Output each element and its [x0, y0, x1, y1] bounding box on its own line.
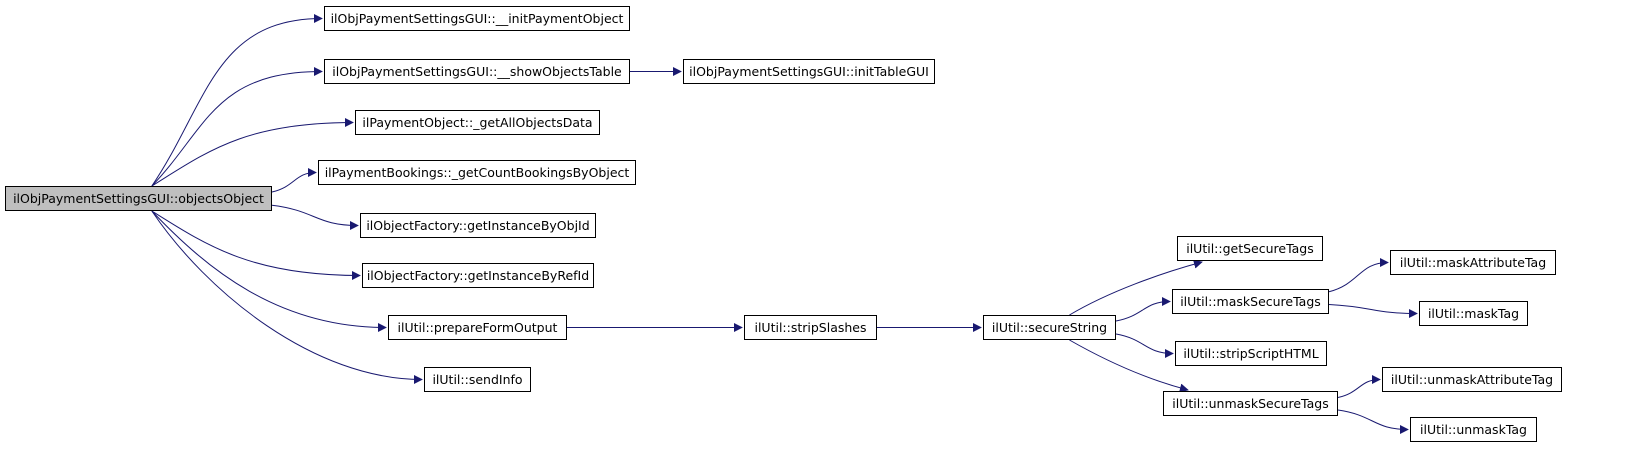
edge-secure-string-to-get-secure-tags	[1069, 259, 1203, 316]
node-init-table-gui[interactable]: ilObjPaymentSettingsGUI::initTableGUI	[683, 59, 935, 84]
node-get-instance-by-ref-id[interactable]: ilObjectFactory::getInstanceByRefId	[362, 263, 594, 288]
node-get-all-objects-data[interactable]: ilPaymentObject::_getAllObjectsData	[355, 110, 600, 135]
node-show-objects-table[interactable]: ilObjPaymentSettingsGUI::__showObjectsTa…	[324, 59, 630, 84]
node-objects-object: ilObjPaymentSettingsGUI::objectsObject	[5, 186, 272, 211]
edge-objects-object-to-show-objects-table	[151, 67, 323, 187]
node-get-secure-tags[interactable]: ilUtil::getSecureTags	[1177, 236, 1323, 261]
node-mask-tag[interactable]: ilUtil::maskTag	[1419, 301, 1528, 326]
node-strip-slashes[interactable]: ilUtil::stripSlashes	[744, 315, 877, 340]
edge-secure-string-to-strip-script-html	[1115, 333, 1174, 358]
node-prepare-form-output[interactable]: ilUtil::prepareFormOutput	[388, 315, 567, 340]
node-mask-secure-tags[interactable]: ilUtil::maskSecureTags	[1172, 289, 1329, 314]
edge-objects-object-to-get-instance-by-ref-id	[151, 210, 361, 280]
node-get-instance-by-obj-id[interactable]: ilObjectFactory::getInstanceByObjId	[360, 213, 596, 238]
node-mask-attribute-tag[interactable]: ilUtil::maskAttributeTag	[1390, 250, 1556, 275]
edge-objects-object-to-get-instance-by-obj-id	[271, 204, 359, 230]
edge-mask-secure-tags-to-mask-attribute-tag	[1328, 258, 1389, 293]
edge-mask-secure-tags-to-mask-tag	[1328, 304, 1418, 318]
edge-unmask-secure-tags-to-unmask-tag	[1337, 409, 1409, 434]
node-unmask-attribute-tag[interactable]: ilUtil::unmaskAttributeTag	[1382, 367, 1562, 392]
edge-objects-object-to-get-all-objects-data	[151, 118, 354, 187]
node-unmask-tag[interactable]: ilUtil::unmaskTag	[1410, 417, 1537, 442]
edge-secure-string-to-unmask-secure-tags	[1069, 339, 1189, 393]
node-get-count-bookings-by-object[interactable]: ilPaymentBookings::_getCountBookingsByOb…	[318, 160, 636, 185]
node-init-payment-object[interactable]: ilObjPaymentSettingsGUI::__initPaymentOb…	[324, 6, 630, 31]
node-unmask-secure-tags[interactable]: ilUtil::unmaskSecureTags	[1163, 391, 1338, 416]
node-strip-script-html[interactable]: ilUtil::stripScriptHTML	[1175, 341, 1327, 366]
edge-secure-string-to-mask-secure-tags	[1115, 297, 1171, 322]
edge-objects-object-to-send-info	[151, 210, 423, 384]
edge-objects-object-to-get-count-bookings-by-object	[271, 168, 317, 193]
edge-objects-object-to-prepare-form-output	[151, 210, 387, 332]
node-secure-string[interactable]: ilUtil::secureString	[983, 315, 1116, 340]
edge-unmask-secure-tags-to-unmask-attribute-tag	[1337, 375, 1381, 398]
edge-objects-object-to-init-payment-object	[151, 14, 323, 187]
node-send-info[interactable]: ilUtil::sendInfo	[424, 367, 531, 392]
